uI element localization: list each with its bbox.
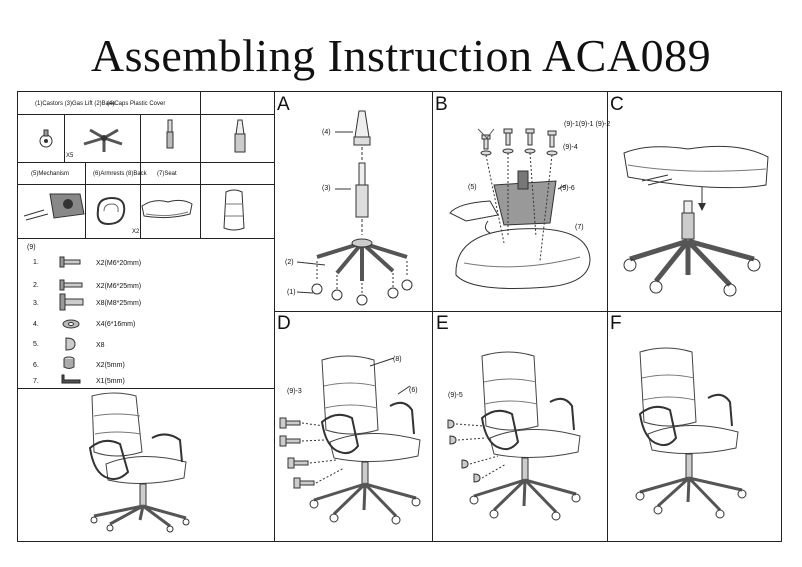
hardware-spec: X8 <box>96 342 105 349</box>
step-a-letter: A <box>277 94 290 115</box>
divider <box>432 92 433 541</box>
divider <box>200 114 201 162</box>
callout-screws: (9)-6 <box>560 185 575 192</box>
instruction-sheet <box>17 91 782 542</box>
armrest-qty: X2 <box>132 229 140 235</box>
washer-icon <box>62 319 80 329</box>
assembled-chair-illustration <box>70 392 196 532</box>
hardware-group-label: (9) <box>27 244 36 251</box>
hardware-spec: X8(M8*25mm) <box>96 300 142 307</box>
callout-base: (2) <box>285 259 294 266</box>
hardware-spec: X2(M6*25mm) <box>96 283 142 290</box>
parts-label-seat: (7)Seat <box>157 171 177 177</box>
seat-icon <box>138 196 196 222</box>
callout-castors: (1) <box>287 289 296 296</box>
hardware-spec: X4(6*16mm) <box>96 321 136 328</box>
callout-cap-nuts: (9)-5 <box>448 392 463 399</box>
divider <box>18 114 274 115</box>
callout-caps: (4) <box>322 129 331 136</box>
hardware-spec: X2(5mm) <box>96 362 125 369</box>
callout-back: (8) <box>393 356 402 363</box>
callout-bolts: (9)-1(9)-1 (9)-2 <box>564 121 611 128</box>
step-b-illustration <box>448 125 598 295</box>
spacer-icon <box>62 356 76 370</box>
castor-qty: X5 <box>66 153 74 159</box>
divider <box>274 92 275 541</box>
parts-label-armrests-back: (6)Armrests (8)Back <box>93 171 147 177</box>
parts-label-mechanism: (5)Mechanism <box>31 171 70 177</box>
callout-mechanism: (5) <box>468 184 477 191</box>
hardware-num: 4. <box>33 321 39 328</box>
divider <box>607 92 608 541</box>
hardware-num: 7. <box>33 378 39 385</box>
hardware-num: 3. <box>33 300 39 307</box>
parts-label-castors-gaslift: (1)Castors (3)Gas Lift (2)Base <box>35 101 116 107</box>
divider <box>140 114 141 162</box>
cap-nut-icon <box>64 337 76 351</box>
step-f-illustration <box>630 346 770 531</box>
divider <box>64 114 65 162</box>
hardware-spec: X1(5mm) <box>96 378 125 385</box>
divider <box>18 238 274 239</box>
hardware-spec: X2(M6*20mm) <box>96 260 142 267</box>
callout-armrests: (6) <box>409 387 418 394</box>
callout-seat: (7) <box>575 224 584 231</box>
armrest-icon <box>92 196 128 226</box>
mechanism-icon <box>22 190 88 224</box>
allen-key-icon <box>60 373 82 385</box>
castor-icon <box>36 126 60 150</box>
callout-washers: (9)-4 <box>563 144 578 151</box>
hardware-num: 2. <box>33 282 39 289</box>
back-icon <box>220 188 248 234</box>
parts-label-caps: (4)Caps Plastic Cover <box>107 101 166 107</box>
bolt-m6-25-icon <box>60 279 84 291</box>
bolt-m6-20-icon <box>60 256 82 268</box>
step-c-illustration <box>618 135 774 295</box>
base-icon <box>82 126 126 154</box>
step-f-letter: F <box>610 313 622 334</box>
gas-lift-icon <box>165 120 175 150</box>
step-d-letter: D <box>277 313 291 334</box>
divider <box>274 311 782 312</box>
divider <box>200 92 201 114</box>
step-d-illustration <box>278 350 428 540</box>
divider <box>140 162 141 238</box>
step-a-illustration <box>295 105 425 310</box>
hardware-num: 6. <box>33 362 39 369</box>
callout-gas-lift: (3) <box>322 185 331 192</box>
bolt-m8-25-icon <box>60 294 84 310</box>
divider <box>18 184 274 185</box>
divider <box>18 388 274 389</box>
divider <box>18 162 274 163</box>
step-c-letter: C <box>610 94 624 115</box>
hardware-num: 1. <box>33 259 39 266</box>
step-e-letter: E <box>436 313 449 334</box>
hardware-num: 5. <box>33 341 39 348</box>
callout-armrest-bolts: (9)-3 <box>287 388 302 395</box>
caps-cover-icon <box>234 120 246 154</box>
page-title: Assembling Instruction ACA089 <box>90 30 712 81</box>
divider <box>85 162 86 238</box>
divider <box>200 162 201 238</box>
step-b-letter: B <box>435 94 448 115</box>
step-e-illustration <box>444 350 594 540</box>
